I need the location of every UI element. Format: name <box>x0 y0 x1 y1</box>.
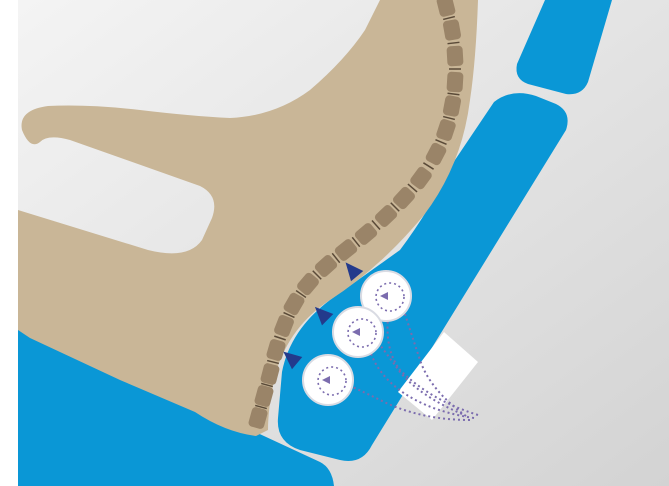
massage-roller-icon <box>333 307 383 357</box>
vertebra <box>446 72 463 93</box>
massage-roller-icon <box>303 355 353 405</box>
vertebra <box>446 46 463 67</box>
